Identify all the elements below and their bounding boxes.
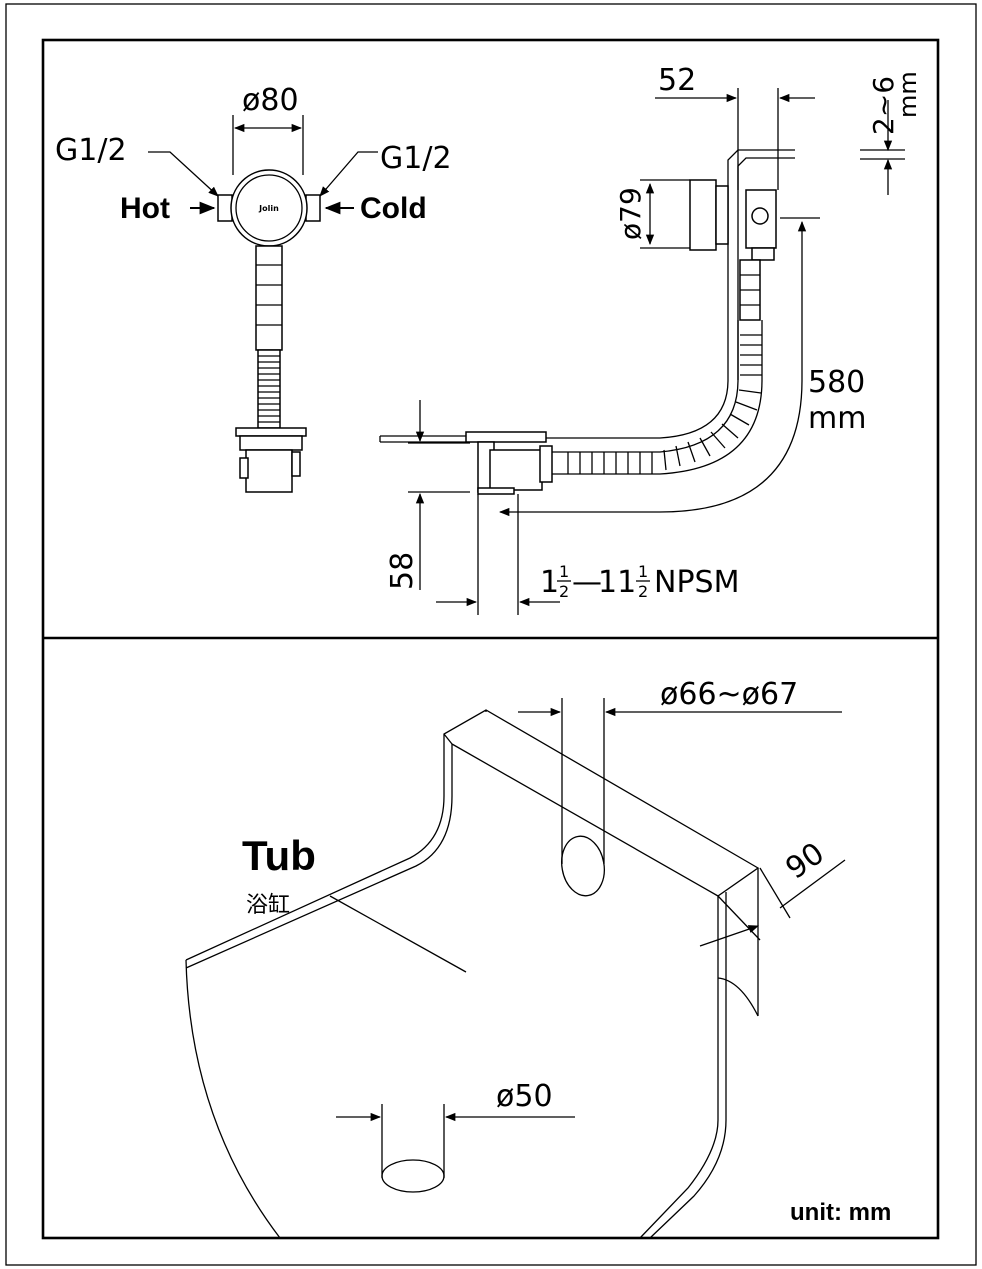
overflow-hole-label: ø66~ø67 [660,677,798,712]
svg-text:—: — [572,565,602,600]
right-thread-label: G1/2 [380,141,452,176]
svg-text:2: 2 [638,582,648,601]
drain-height-label: 58 [385,552,420,590]
wall-label: 90 [780,836,831,887]
cold-label: Cold [360,192,427,225]
side-view: 52 2~6 mm ø79 [379,63,922,615]
thread-spec-label: 1 1 2 — 11 1 2 NPSM [540,562,739,601]
outer-border [5,3,977,1266]
length-unit: mm [808,401,866,436]
hot-label: Hot [120,192,170,225]
brand-mark: Jolin [258,204,279,213]
front-view: ø80 G1/2 G1/2 Hot Cold Jolin [55,83,452,493]
gap-unit: mm [894,71,922,118]
tub-label-cn: 浴缸 [246,893,290,918]
front-diameter-label: ø80 [242,83,299,118]
gap-label: 2~6 [867,76,900,135]
svg-text:2: 2 [559,582,569,601]
svg-text:NPSM: NPSM [654,565,739,600]
overflow-diameter-label: ø79 [614,187,647,240]
left-thread-label: G1/2 [55,133,127,168]
tub-label: Tub [242,832,316,879]
width-label: 52 [658,63,696,98]
svg-text:1: 1 [559,562,569,581]
tub-view: ø66~ø67 90 ø50 Tub 浴缸 unit: mm [185,677,891,1239]
svg-text:1: 1 [540,565,559,600]
svg-text:1: 1 [638,562,648,581]
drain-hole-label: ø50 [496,1079,553,1114]
unit-label: unit: mm [790,1199,891,1226]
length-value: 580 [808,365,865,400]
svg-text:11: 11 [598,565,636,600]
